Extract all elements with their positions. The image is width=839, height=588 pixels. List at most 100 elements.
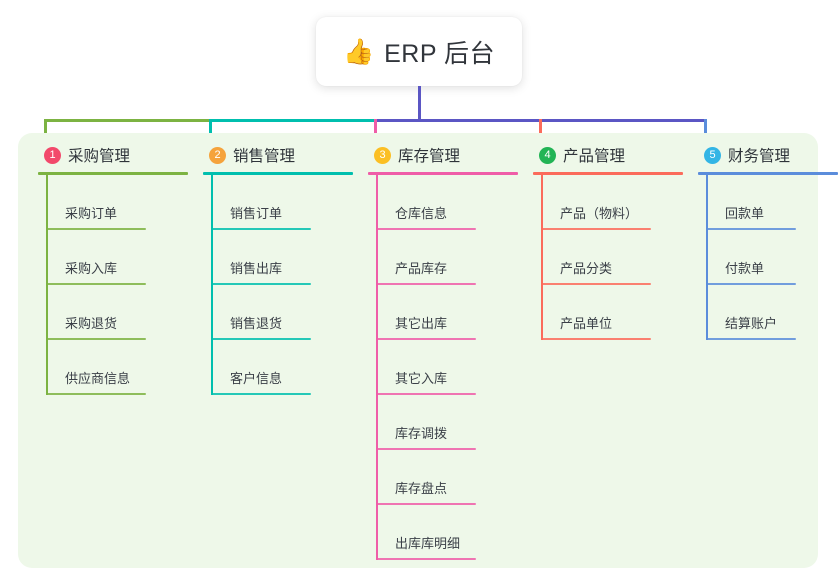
leaf-item-rule <box>46 338 146 340</box>
leaf-item-label: 客户信息 <box>230 371 283 386</box>
branch-spine <box>376 175 378 560</box>
leaf-item-rule <box>46 393 146 395</box>
leaf-item[interactable]: 其它入库 <box>376 340 518 395</box>
branch-header-rule <box>368 172 518 175</box>
leaf-item[interactable]: 结算账户 <box>706 285 838 340</box>
leaf-item-rule <box>211 283 311 285</box>
branch-column-产品管理: 4 产品管理产品（物料） 产品分类产品单位 <box>533 144 683 340</box>
leaf-item-label: 销售出库 <box>230 261 283 276</box>
leaf-item-label: 销售退货 <box>230 316 283 331</box>
leaf-item-rule <box>376 393 476 395</box>
leaf-item-rule <box>706 228 796 230</box>
leaf-item[interactable]: 销售退货 <box>211 285 353 340</box>
leaf-item[interactable]: 客户信息 <box>211 340 353 395</box>
leaf-item[interactable]: 出库库明细 <box>376 505 518 560</box>
branch-drop-1 <box>44 119 47 145</box>
leaf-item[interactable]: 销售订单 <box>211 175 353 230</box>
leaf-item-rule <box>376 448 476 450</box>
leaf-item-rule <box>706 338 796 340</box>
leaf-item-rule <box>376 503 476 505</box>
leaf-item-label: 采购订单 <box>65 206 118 221</box>
leaf-item[interactable]: 库存调拨 <box>376 395 518 450</box>
leaf-item-rule <box>541 228 651 230</box>
leaf-item-rule <box>211 338 311 340</box>
leaf-item[interactable]: 产品库存 <box>376 230 518 285</box>
leaf-item-label: 产品库存 <box>395 261 448 276</box>
branch-item-list: 产品（物料） 产品分类产品单位 <box>533 175 683 340</box>
leaf-item[interactable]: 付款单 <box>706 230 838 285</box>
leaf-item-rule <box>376 338 476 340</box>
branch-title: 库存管理 <box>398 148 461 165</box>
leaf-item-rule <box>706 283 796 285</box>
leaf-item[interactable]: 采购订单 <box>46 175 188 230</box>
leaf-item[interactable]: 其它出库 <box>376 285 518 340</box>
branch-header-4[interactable]: 4 产品管理 <box>533 144 683 166</box>
branch-spine <box>46 175 48 395</box>
leaf-item-label: 采购入库 <box>65 261 118 276</box>
leaf-item-rule <box>211 393 311 395</box>
root-node-title: ERP 后台 <box>384 39 496 68</box>
branch-spine <box>541 175 543 340</box>
branch-drop-3 <box>374 119 377 145</box>
branch-title: 销售管理 <box>233 148 296 165</box>
leaf-item[interactable]: 采购入库 <box>46 230 188 285</box>
branch-item-list: 回款单付款单结算账户 <box>698 175 838 340</box>
branch-spine <box>706 175 708 340</box>
branch-index-badge: 4 <box>539 146 556 164</box>
branch-header-5[interactable]: 5 财务管理 <box>698 144 838 166</box>
branch-header-rule <box>698 172 838 175</box>
leaf-item-rule <box>376 283 476 285</box>
leaf-item-rule <box>376 558 476 560</box>
diagram-panel <box>18 133 818 568</box>
leaf-item-label: 付款单 <box>725 261 765 276</box>
leaf-item-label: 其它出库 <box>395 316 448 331</box>
branch-item-list: 采购订单采购入库采购退货供应商信息 <box>38 175 188 395</box>
leaf-item-rule <box>376 228 476 230</box>
leaf-item-rule <box>211 228 311 230</box>
branch-index-badge: 2 <box>209 146 226 164</box>
branch-drop-5 <box>704 119 707 145</box>
branch-title: 财务管理 <box>728 148 791 165</box>
branch-index-badge: 3 <box>374 146 391 164</box>
branch-column-财务管理: 5 财务管理回款单付款单结算账户 <box>698 144 838 340</box>
connector-bar-segment-2 <box>209 119 377 122</box>
branch-item-list: 仓库信息产品库存其它出库其它入库库存调拨库存盘点出库库明细 <box>368 175 518 560</box>
leaf-item-label: 销售订单 <box>230 206 283 221</box>
leaf-item-label: 出库库明细 <box>395 536 461 551</box>
leaf-item-label: 仓库信息 <box>395 206 448 221</box>
leaf-item[interactable]: 产品单位 <box>541 285 683 340</box>
leaf-item-label: 采购退货 <box>65 316 118 331</box>
branch-drop-2 <box>209 119 212 145</box>
leaf-item[interactable]: 供应商信息 <box>46 340 188 395</box>
branch-index-badge: 1 <box>44 146 61 164</box>
leaf-item-label: 库存调拨 <box>395 426 448 441</box>
connector-bar-segment-1 <box>44 119 212 122</box>
leaf-item-label: 其它入库 <box>395 371 448 386</box>
leaf-item[interactable]: 销售出库 <box>211 230 353 285</box>
leaf-item-label: 结算账户 <box>725 316 778 331</box>
branch-header-rule <box>203 172 353 175</box>
leaf-item-label: 供应商信息 <box>65 371 131 386</box>
leaf-item[interactable]: 仓库信息 <box>376 175 518 230</box>
branch-index-badge: 5 <box>704 146 721 164</box>
leaf-item[interactable]: 产品（物料） <box>541 175 683 230</box>
leaf-item[interactable]: 回款单 <box>706 175 838 230</box>
leaf-item-label: 库存盘点 <box>395 481 448 496</box>
leaf-item-rule <box>541 283 651 285</box>
root-node-card[interactable]: 👍 ERP 后台 <box>316 17 522 86</box>
leaf-item[interactable]: 产品分类 <box>541 230 683 285</box>
leaf-item-label: 产品分类 <box>560 261 613 276</box>
trunk-line <box>417 86 421 122</box>
branch-column-库存管理: 3 库存管理仓库信息产品库存其它出库其它入库库存调拨库存盘点出库库明细 <box>368 144 518 560</box>
branch-title: 产品管理 <box>563 148 626 165</box>
branch-header-rule <box>533 172 683 175</box>
thumbs-up-icon: 👍 <box>342 37 375 66</box>
branch-header-3[interactable]: 3 库存管理 <box>368 144 518 166</box>
leaf-item[interactable]: 库存盘点 <box>376 450 518 505</box>
branch-header-2[interactable]: 2 销售管理 <box>203 144 353 166</box>
leaf-item[interactable]: 采购退货 <box>46 285 188 340</box>
branch-spine <box>211 175 213 395</box>
branch-drop-4 <box>539 119 542 145</box>
